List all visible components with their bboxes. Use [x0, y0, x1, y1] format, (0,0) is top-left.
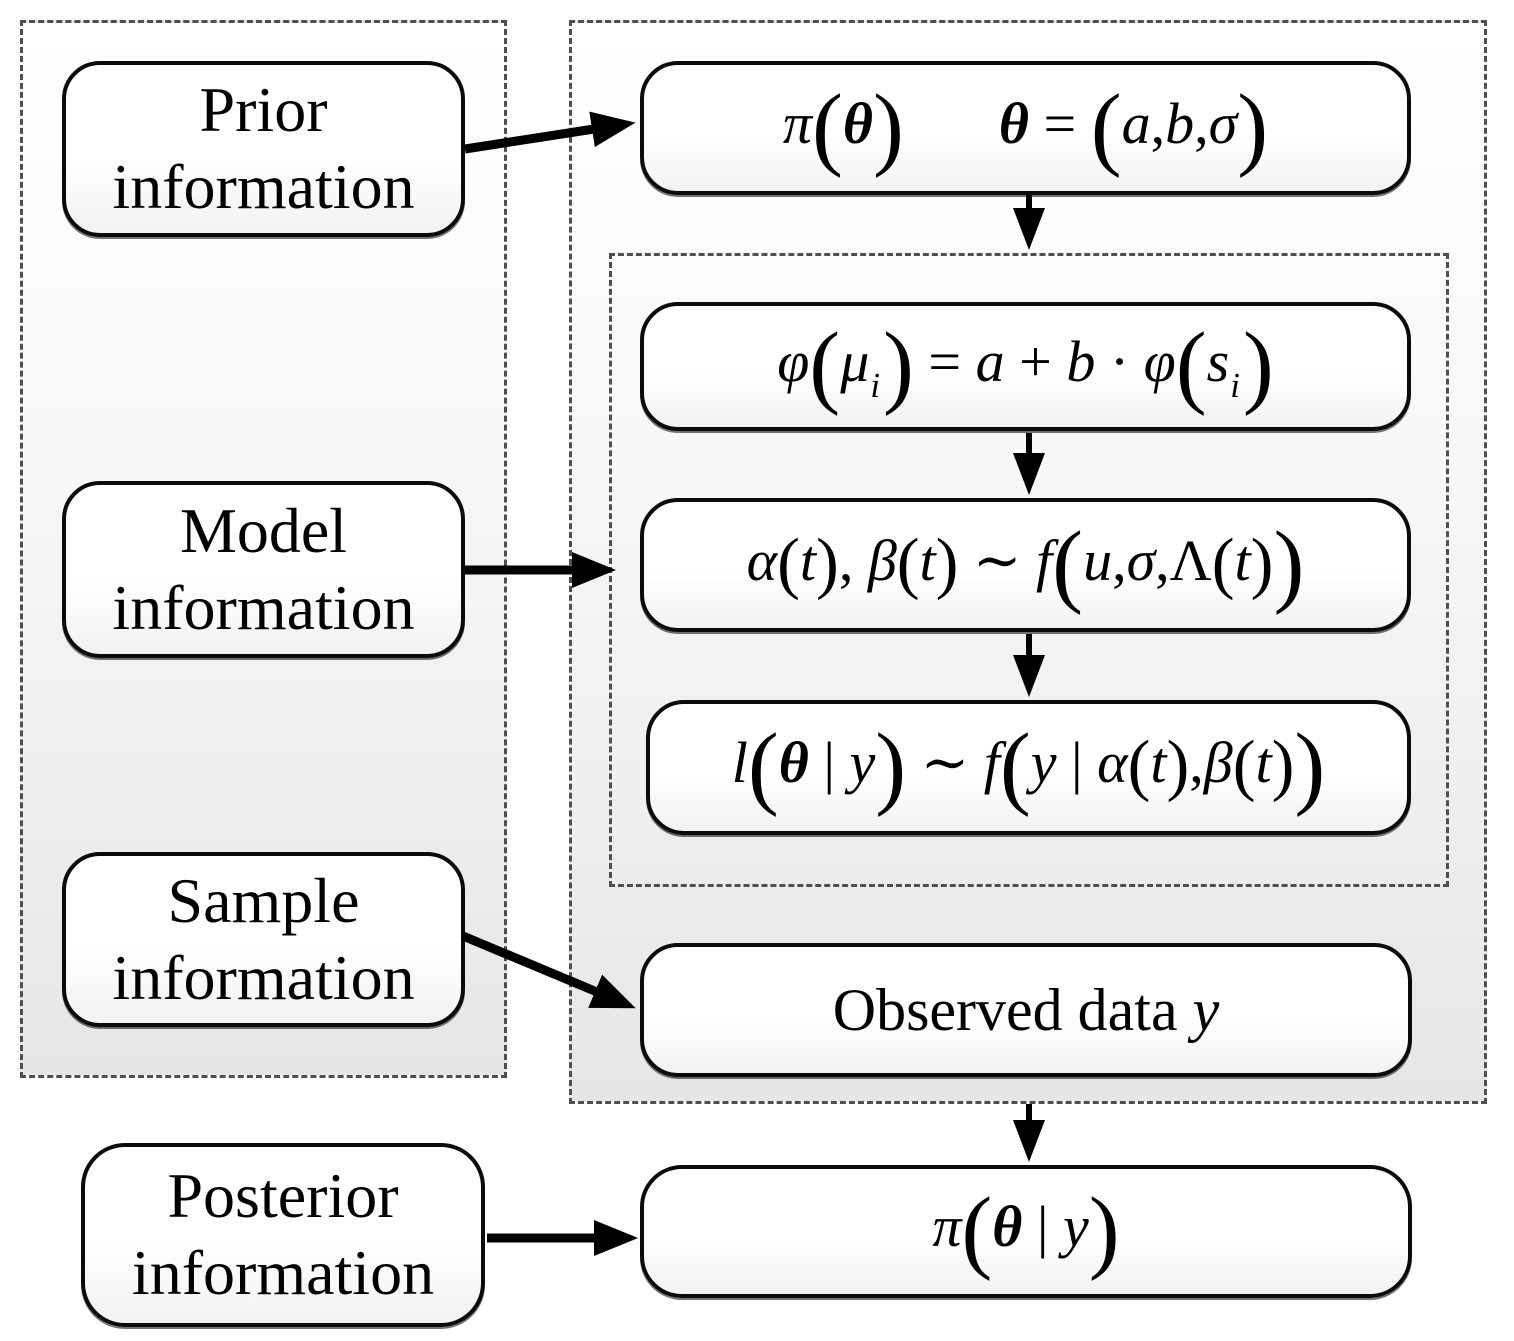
prior-information-label: Prior information — [112, 74, 415, 222]
posterior-distribution-box: π(θ | y) — [640, 1165, 1412, 1298]
posterior-distribution-formula: π(θ | y) — [932, 1179, 1120, 1283]
model-information-label: Model information — [112, 494, 415, 643]
sample-information-label: Sample information — [112, 864, 415, 1013]
prior-distribution-formula: π(θ)θ = (a,b,σ) — [782, 75, 1269, 179]
process-model-formula: α(t), β(t) ∼ f(u,σ,Λ(t)) — [746, 512, 1305, 616]
sample-information-box: Sample information — [62, 852, 465, 1027]
prior-information-box: Prior information — [62, 61, 465, 237]
link-function-formula: φ(μi) = a + b · φ(si) — [777, 314, 1274, 418]
posterior-information-label: Posterior information — [131, 1160, 435, 1308]
likelihood-box: l(θ | y) ∼ f(y | α(t),β(t)) — [646, 700, 1411, 835]
arrow-sample-to-observed-data — [461, 931, 636, 1009]
likelihood-formula: l(θ | y) ∼ f(y | α(t),β(t)) — [731, 715, 1326, 819]
process-model-box: α(t), β(t) ∼ f(u,σ,Λ(t)) — [640, 498, 1411, 632]
link-function-box: φ(μi) = a + b · φ(si) — [640, 302, 1411, 431]
observed-data-box: Observed data y — [640, 943, 1412, 1077]
prior-distribution-box: π(θ)θ = (a,b,σ) — [640, 61, 1411, 195]
observed-data-label: Observed data y — [832, 977, 1220, 1043]
posterior-information-box: Posterior information — [81, 1143, 485, 1327]
arrow-prior-to-prior-distribution — [464, 111, 636, 154]
model-information-box: Model information — [62, 481, 465, 658]
